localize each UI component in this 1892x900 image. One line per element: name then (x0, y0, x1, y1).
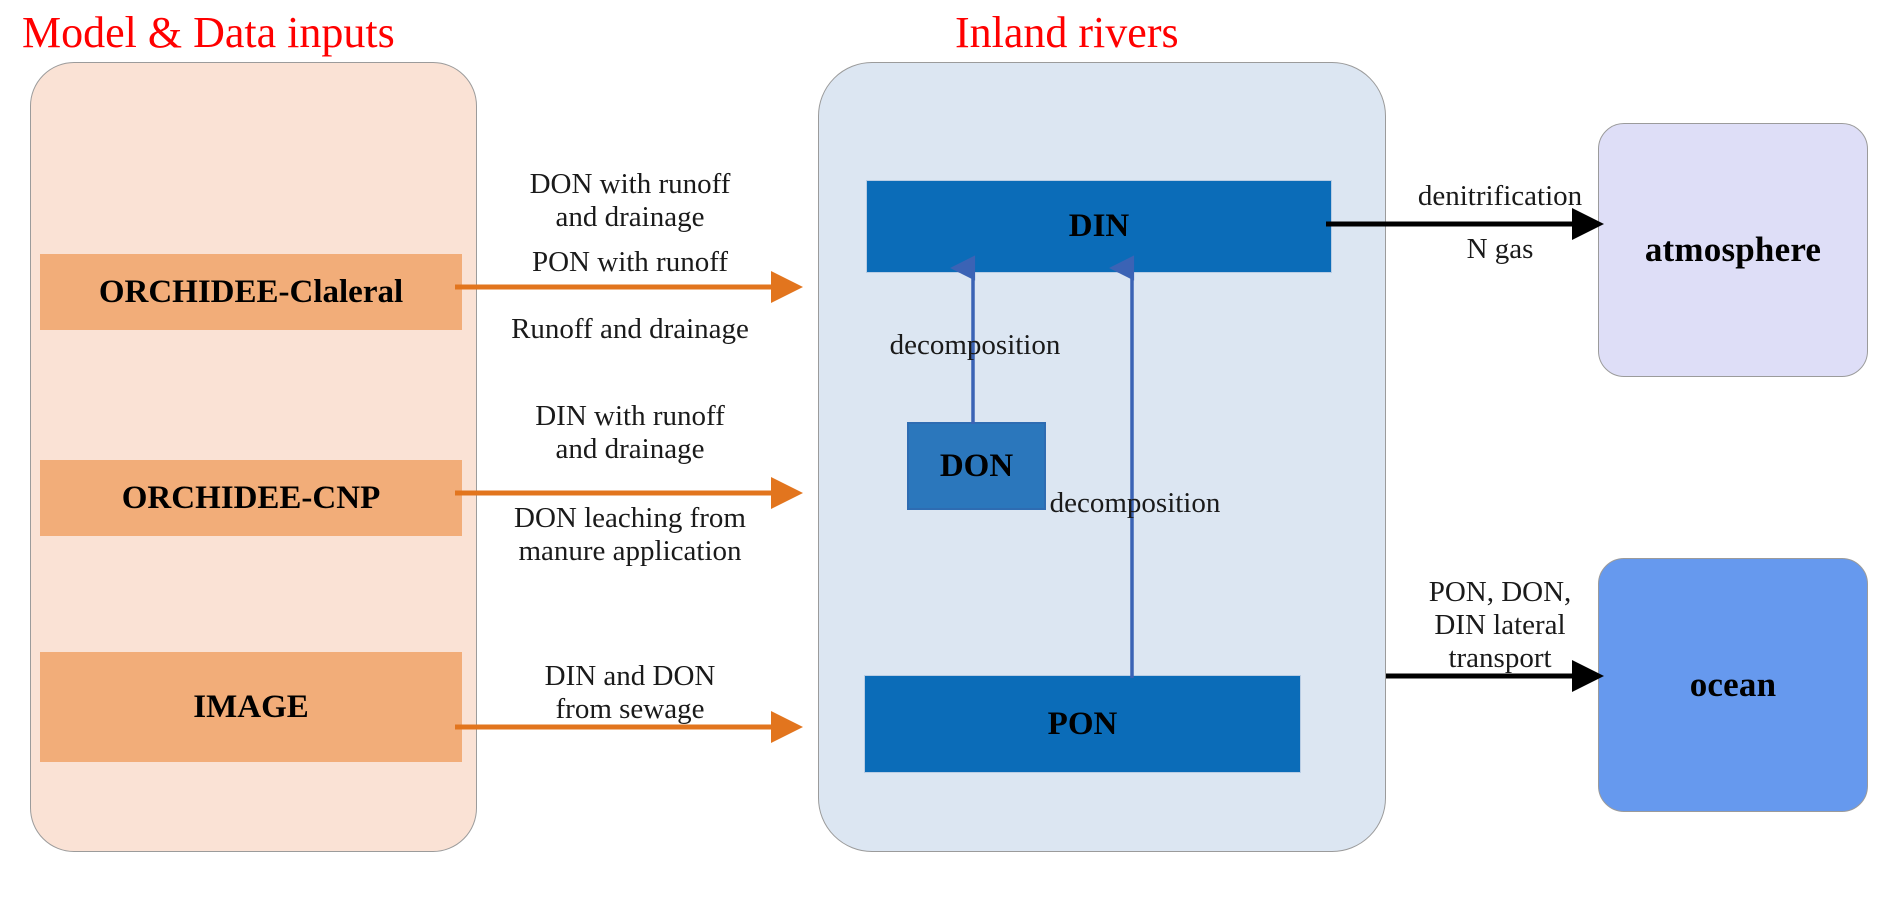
flow-label-don-leaching-manure: DON leaching from manure application (514, 502, 746, 567)
flow-label-pon-with-runoff: PON with runoff (531, 246, 729, 278)
arrow-don-to-din-decomposition (949, 255, 976, 424)
flow-label-don-with-runoff-and-drainage: DON with runoff and drainage (529, 168, 731, 233)
section-title-inland-rivers: Inland rivers (955, 8, 1179, 57)
model-box-orchidee-clateral[interactable]: ORCHIDEE-Claleral (40, 254, 462, 330)
terminal-box-ocean-label: ocean (1689, 665, 1777, 704)
flow-label-n-gas: N gas (1466, 233, 1534, 265)
terminal-box-ocean[interactable]: ocean (1598, 558, 1868, 812)
flow-label-din-with-runoff-and-drainage: DIN with runoff and drainage (535, 400, 725, 465)
arrow-orchidee-clateral-to-rivers (455, 270, 804, 303)
terminal-box-atmosphere[interactable]: atmosphere (1598, 123, 1868, 377)
arrow-orchidee-cnp-to-rivers (455, 476, 804, 509)
arrow-din-to-atmosphere (1326, 207, 1605, 240)
model-box-image-label: IMAGE (193, 688, 309, 725)
pool-box-don[interactable]: DON (907, 422, 1046, 510)
flow-label-lateral-transport: PON, DON, DIN lateral transport (1428, 576, 1572, 674)
flow-label-denitrification: denitrification (1417, 180, 1583, 212)
pool-box-pon-label: PON (1047, 705, 1118, 742)
model-box-orchidee-cnp[interactable]: ORCHIDEE-CNP (40, 460, 462, 536)
model-box-orchidee-clateral-label: ORCHIDEE-Claleral (98, 273, 404, 310)
pool-box-don-label: DON (939, 447, 1014, 484)
section-title-model-data-inputs: Model & Data inputs (22, 8, 395, 57)
terminal-box-atmosphere-label: atmosphere (1644, 230, 1822, 269)
pool-box-din-label: DIN (1068, 208, 1130, 244)
flow-label-decomposition-pon: decomposition (1049, 487, 1221, 519)
flow-label-decomposition-don: decomposition (889, 329, 1061, 361)
pool-box-din[interactable]: DIN (866, 180, 1332, 273)
model-box-orchidee-cnp-label: ORCHIDEE-CNP (121, 479, 381, 516)
pool-box-pon[interactable]: PON (864, 675, 1301, 773)
model-box-image[interactable]: IMAGE (40, 652, 462, 762)
arrow-image-to-rivers (455, 710, 804, 743)
arrow-rivers-to-ocean (1386, 659, 1605, 692)
arrow-pon-to-din-decomposition (1108, 255, 1135, 678)
flow-label-din-and-don-from-sewage: DIN and DON from sewage (544, 660, 716, 725)
flow-label-runoff-and-drainage: Runoff and drainage (511, 313, 749, 345)
